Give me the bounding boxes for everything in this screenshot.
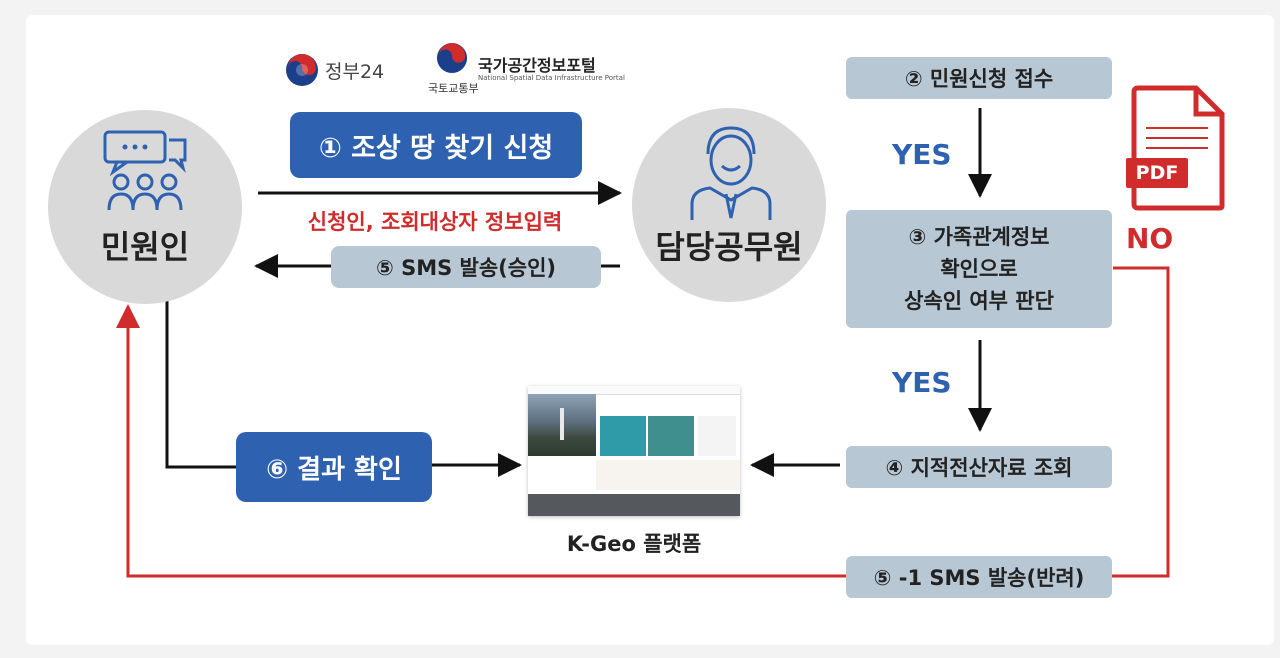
pdf-file-icon xyxy=(1126,85,1225,211)
yes-label-1: YES xyxy=(892,138,952,171)
step5-1-sms-reject: ⑤ -1 SMS 발송(반려) xyxy=(846,556,1112,598)
kgeo-platform-screenshot xyxy=(528,386,740,516)
step3-line-3: 상속인 여부 판단 xyxy=(904,289,1054,313)
gov24-logo-text: 정부24 xyxy=(325,60,385,83)
kgeo-tile-1 xyxy=(600,416,646,456)
step3-line-2: 확인으로 xyxy=(940,257,1018,281)
step1-request-box: ① 조상 땅 찾기 신청 xyxy=(290,112,582,178)
step3-heir-check: ③ 가족관계정보 확인으로 상속인 여부 판단 xyxy=(846,210,1112,328)
gov24-logo: 정부24 xyxy=(285,52,395,88)
molit-logo: 국토교통부 xyxy=(428,42,488,98)
no-label: NO xyxy=(1126,222,1174,255)
nsdi-title: 국가공간정보포털 xyxy=(478,56,596,75)
nsdi-logo: 국가공간정보포털 National Spatial Data Infrastru… xyxy=(478,52,625,84)
line-citizen-result xyxy=(165,290,236,469)
kgeo-platform-label: K-Geo 플랫폼 xyxy=(566,532,702,556)
step5-sms-approve: ⑤ SMS 발송(승인) xyxy=(331,246,601,288)
line-no-path xyxy=(1112,266,1170,578)
step3-line-1: ③ 가족관계정보 xyxy=(908,225,1050,249)
diagram-card xyxy=(26,15,1274,645)
citizen-label: 민원인 xyxy=(100,228,190,266)
step4-cadastral-lookup: ④ 지적전산자료 조회 xyxy=(846,446,1112,488)
step6-result-box: ⑥ 결과 확인 xyxy=(236,432,432,502)
nsdi-subtitle: National Spatial Data Infrastructure Por… xyxy=(478,74,625,82)
officer-icon xyxy=(690,126,772,220)
kgeo-tile-2 xyxy=(648,416,694,456)
kgeo-footer xyxy=(528,494,740,516)
official-label: 담당공무원 xyxy=(655,228,803,266)
people-chat-icon xyxy=(103,130,187,211)
step1-subtext: 신청인, 조회대상자 정보입력 xyxy=(307,210,563,234)
citizen-circle xyxy=(48,110,242,304)
molit-logo-icon xyxy=(436,42,468,74)
step2-receipt: ② 민원신청 접수 xyxy=(846,57,1112,99)
molit-logo-text: 국토교통부 xyxy=(428,82,479,95)
yes-label-2: YES xyxy=(892,366,952,399)
kgeo-content xyxy=(596,460,740,490)
line-reject-path xyxy=(116,304,846,578)
gov24-logo-icon xyxy=(286,54,318,86)
kgeo-tower xyxy=(560,408,564,440)
kgeo-topbar xyxy=(528,386,740,395)
kgeo-side-panel xyxy=(698,416,736,456)
pdf-label: PDF xyxy=(1135,162,1179,184)
